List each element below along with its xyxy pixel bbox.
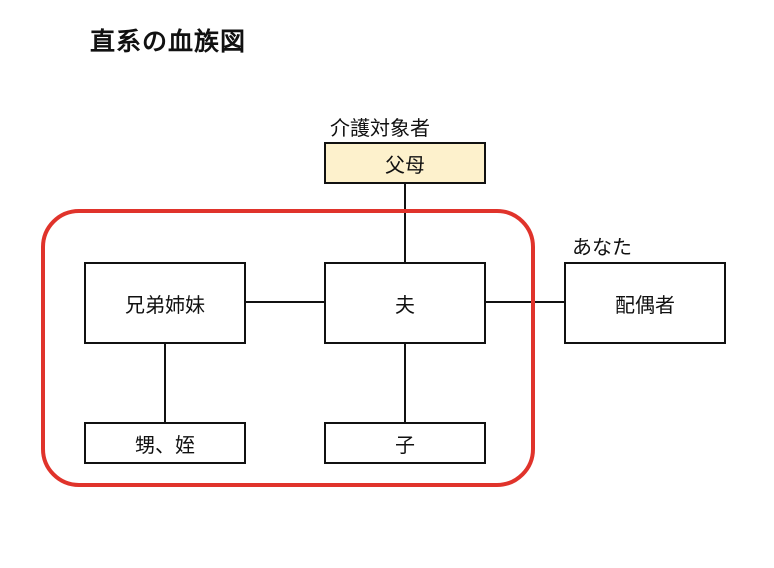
parents-box: 父母 <box>324 142 486 184</box>
connector-siblings-husband <box>245 301 325 303</box>
diagram-title: 直系の血族図 <box>90 27 247 56</box>
you-label: あなた <box>572 235 632 259</box>
husband-box: 夫 <box>324 262 486 344</box>
connector-husband-children <box>404 343 406 423</box>
nephews-nieces-box: 甥、姪 <box>84 422 246 464</box>
siblings-box: 兄弟姉妹 <box>84 262 246 344</box>
connector-husband-spouse <box>485 301 565 303</box>
blood-relatives-frame <box>41 209 535 487</box>
connector-siblings-nephews <box>164 343 166 423</box>
children-box: 子 <box>324 422 486 464</box>
connector-parents-husband <box>404 183 406 263</box>
spouse-box: 配偶者 <box>564 262 726 344</box>
care-recipient-label: 介護対象者 <box>330 116 430 140</box>
